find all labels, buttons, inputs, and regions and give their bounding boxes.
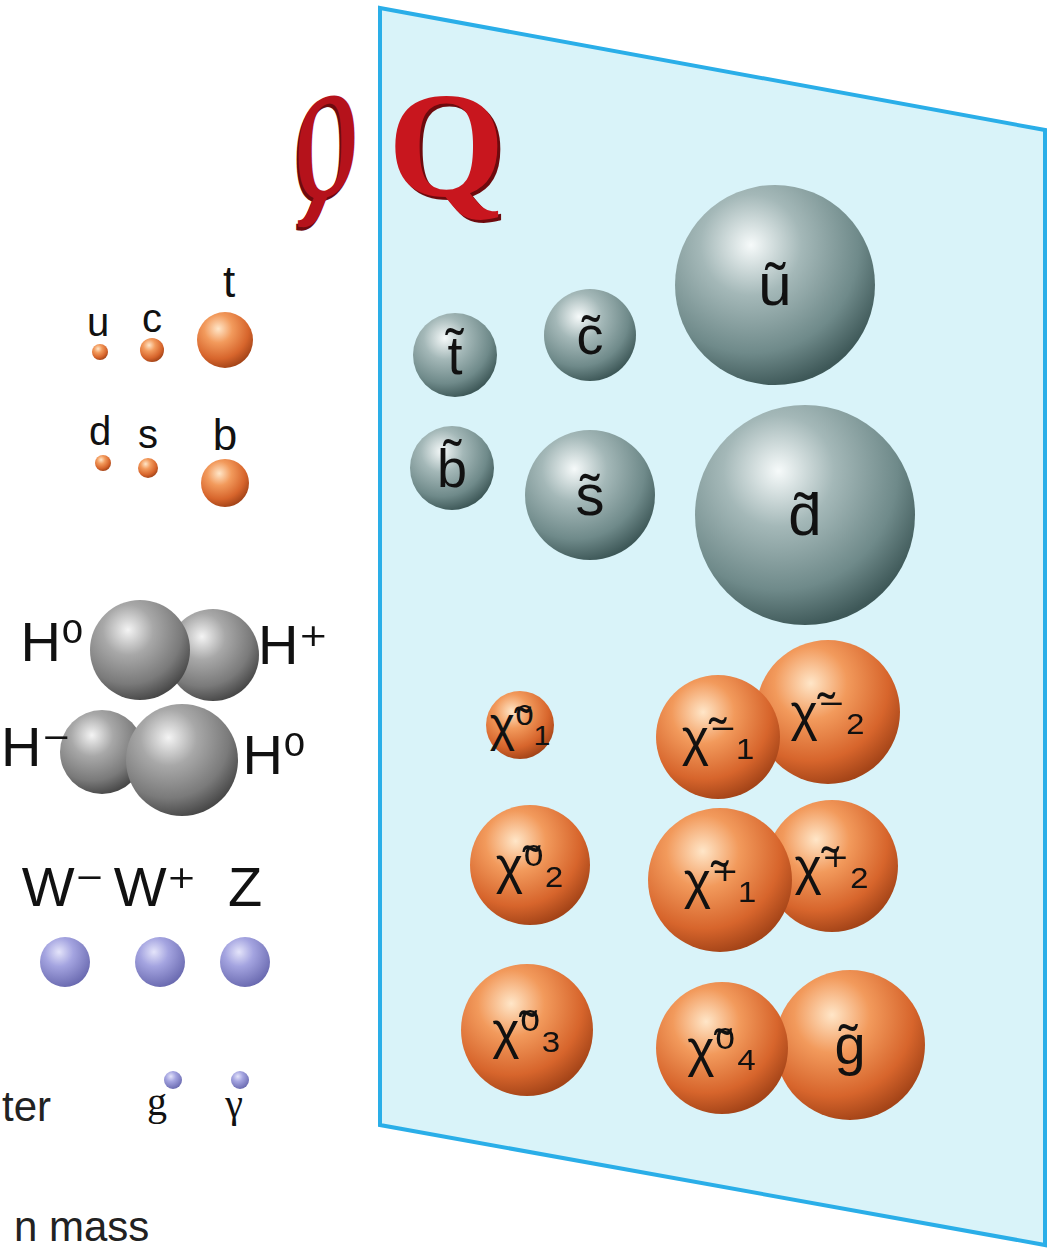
particle-node: H⁰ bbox=[90, 600, 190, 700]
particle-label: H⁻ bbox=[1, 719, 71, 775]
q-logo-letter: Q bbox=[294, 60, 358, 231]
particle-node: d̃ bbox=[695, 405, 915, 625]
particle-node: b bbox=[201, 459, 249, 507]
particle-label: H⁰ bbox=[243, 727, 306, 783]
particle-sphere bbox=[92, 344, 108, 360]
particle-sphere bbox=[90, 600, 190, 700]
sphere-shape bbox=[135, 937, 185, 987]
particle-label: b bbox=[213, 413, 237, 457]
particle-node: γ bbox=[231, 1071, 249, 1089]
cut-off-text: ter bbox=[2, 1086, 51, 1128]
sphere-shape bbox=[656, 675, 780, 799]
particle-node: Z bbox=[220, 937, 270, 987]
sphere-shape bbox=[138, 458, 158, 478]
particle-node: W⁺ bbox=[135, 937, 185, 987]
particle-node: χ̃⁰₁ bbox=[486, 691, 554, 759]
particle-label: g̃ bbox=[834, 1017, 865, 1073]
sphere-shape bbox=[756, 640, 900, 784]
sphere-shape bbox=[413, 313, 497, 397]
particle-sphere bbox=[95, 455, 111, 471]
cut-off-text: n mass bbox=[14, 1206, 149, 1248]
particle-node: g bbox=[164, 1071, 182, 1089]
particle-label: b̃ bbox=[437, 441, 467, 495]
particle-sphere bbox=[140, 338, 164, 362]
particle-node: b̃ bbox=[410, 426, 494, 510]
sphere-shape bbox=[40, 937, 90, 987]
particle-node: χ̃⁰₄ bbox=[656, 982, 788, 1114]
q-logo-letter: Q bbox=[388, 70, 505, 220]
sphere-shape bbox=[410, 426, 494, 510]
particle-label: t̃ bbox=[447, 328, 462, 382]
particle-label: χ̃⁰₁ bbox=[490, 701, 551, 749]
particle-node: t bbox=[197, 312, 253, 368]
particle-label: ũ bbox=[758, 255, 791, 315]
superpartner-panel bbox=[380, 8, 1045, 1245]
particle-label: χ̃⁰₄ bbox=[687, 1022, 756, 1074]
particle-label: H⁺ bbox=[258, 617, 328, 673]
particle-label: d bbox=[89, 411, 111, 451]
sphere-shape bbox=[656, 982, 788, 1114]
sphere-shape bbox=[525, 430, 655, 560]
particle-label: s̃ bbox=[576, 466, 605, 524]
particle-label: H⁰ bbox=[21, 614, 84, 670]
sphere-shape bbox=[201, 459, 249, 507]
particle-label: χ̃⁰₂ bbox=[496, 839, 564, 891]
particle-node: s̃ bbox=[525, 430, 655, 560]
particle-label: s bbox=[138, 414, 158, 454]
particle-node: χ̃⁰₃ bbox=[461, 964, 593, 1096]
sphere-shape bbox=[695, 405, 915, 625]
sphere-shape bbox=[140, 338, 164, 362]
sphere-shape bbox=[95, 455, 111, 471]
particle-node: c̃ bbox=[544, 289, 636, 381]
particle-node: W⁻ bbox=[40, 937, 90, 987]
particle-node: ũ bbox=[675, 185, 875, 385]
particle-label: W⁻ bbox=[22, 859, 104, 915]
particle-node: g̃ bbox=[775, 970, 925, 1120]
sphere-shape bbox=[544, 289, 636, 381]
sphere-shape bbox=[470, 805, 590, 925]
sphere-shape bbox=[775, 970, 925, 1120]
particle-label: γ bbox=[225, 1084, 243, 1124]
particle-node: u bbox=[92, 344, 108, 360]
particle-sphere bbox=[138, 458, 158, 478]
sphere-shape bbox=[220, 937, 270, 987]
particle-label: χ̃⁺₁ bbox=[684, 854, 756, 906]
particle-node: d bbox=[95, 455, 111, 471]
particle-sphere bbox=[220, 937, 270, 987]
sphere-shape bbox=[486, 691, 554, 759]
particle-label: Z bbox=[228, 859, 262, 915]
sphere-shape bbox=[648, 808, 792, 952]
sphere-shape bbox=[675, 185, 875, 385]
sphere-shape bbox=[126, 704, 238, 816]
particle-node: H⁰ bbox=[126, 704, 238, 816]
sphere-shape bbox=[90, 600, 190, 700]
particle-node: χ̃⁰₂ bbox=[470, 805, 590, 925]
particle-label: W⁺ bbox=[114, 859, 196, 915]
particle-node: c bbox=[140, 338, 164, 362]
particle-sphere bbox=[135, 937, 185, 987]
particle-label: t bbox=[223, 260, 235, 304]
particle-label: c bbox=[142, 298, 162, 338]
particle-label: χ̃⁻₁ bbox=[682, 711, 754, 763]
particle-node: χ̃⁻₁ bbox=[656, 675, 780, 799]
particle-label: χ̃⁰₃ bbox=[492, 1004, 561, 1056]
sphere-shape bbox=[197, 312, 253, 368]
particle-label: c̃ bbox=[577, 308, 604, 362]
particle-label: u bbox=[87, 302, 109, 342]
particle-label: χ̃⁻₂ bbox=[791, 686, 866, 738]
particle-label: g bbox=[147, 1082, 167, 1122]
particle-node: χ̃⁺₁ bbox=[648, 808, 792, 952]
particle-sphere bbox=[126, 704, 238, 816]
particle-sphere bbox=[197, 312, 253, 368]
sphere-shape bbox=[461, 964, 593, 1096]
particle-label: d̃ bbox=[788, 485, 821, 545]
particle-node: s bbox=[138, 458, 158, 478]
sphere-shape bbox=[92, 344, 108, 360]
particle-sphere bbox=[40, 937, 90, 987]
particle-node: t̃ bbox=[413, 313, 497, 397]
particle-node: χ̃⁻₂ bbox=[756, 640, 900, 784]
particle-label: χ̃⁺₂ bbox=[795, 840, 870, 892]
particle-sphere bbox=[201, 459, 249, 507]
